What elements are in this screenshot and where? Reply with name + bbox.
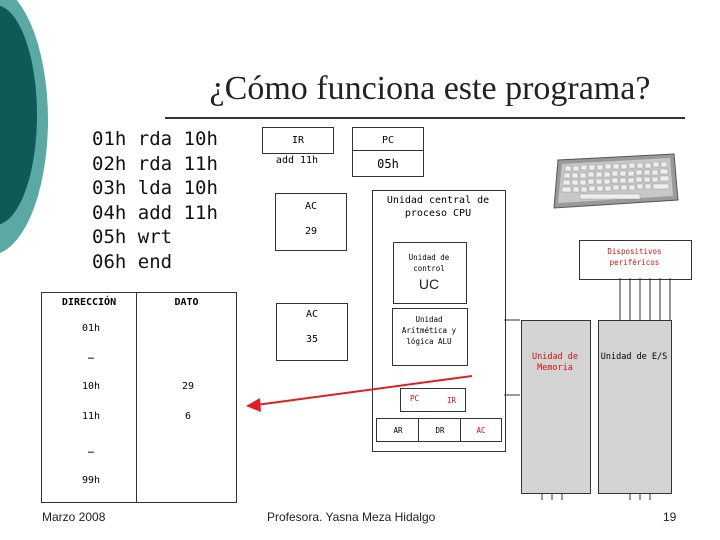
cpu-ir-label: IR	[447, 396, 457, 405]
memory-table: DIRECCIÓN DATO 01h … 10h 29 11h 6 … 99h	[41, 292, 237, 503]
ac-register-value: 29	[304, 226, 318, 237]
table-row-address: 10h	[82, 381, 101, 392]
peripherals-label: Dispositivos periféricos	[607, 247, 662, 267]
control-unit-label: Unidad de control	[408, 253, 450, 273]
alu-box	[392, 308, 468, 366]
slide-decoration	[0, 0, 60, 260]
page-number: 19	[663, 510, 677, 524]
table-divider	[136, 293, 137, 502]
peripherals-box	[579, 240, 692, 280]
table-row-address: …	[88, 445, 95, 456]
table-row-data: 29	[182, 381, 195, 392]
alu-label: Unidad Aritmética y lógica ALU	[401, 315, 457, 346]
io-unit-box	[598, 320, 672, 494]
slide-title: ¿Cómo funciona este programa?	[209, 70, 651, 107]
ac-register-label: AC	[304, 201, 318, 212]
ac2-register-label: AC	[305, 309, 319, 320]
ac2-register: AC 35	[276, 303, 348, 361]
pc-ir-box	[400, 388, 466, 412]
ac2-register-value: 35	[305, 334, 319, 345]
table-row-address: 99h	[82, 475, 101, 486]
memory-unit-box	[521, 320, 591, 494]
table-row-data: 6	[185, 411, 192, 422]
cpu-pc-label: PC	[410, 394, 420, 403]
ar-register: AR	[376, 418, 420, 442]
data-flow-arrow	[246, 375, 473, 412]
io-unit-label: Unidad de E/S	[600, 352, 668, 362]
ir-register-label: IR	[262, 127, 334, 154]
table-row-address: …	[88, 351, 95, 362]
control-unit-box	[393, 242, 467, 304]
uc-label: UC	[418, 276, 440, 292]
ac-small-register: AC	[460, 418, 502, 442]
cpu-title: Unidad central de proceso CPU	[386, 195, 490, 219]
program-line: 03h lda 10h	[92, 177, 218, 199]
footer-date: Marzo 2008	[42, 510, 106, 524]
program-line: 05h wrt	[92, 226, 173, 248]
title-underline	[165, 117, 685, 119]
ir-register-value: add 11h	[275, 155, 319, 166]
program-line: 01h rda 10h	[92, 128, 218, 150]
program-line: 02h rda 11h	[92, 152, 218, 175]
program-line: 04h add 11h	[92, 201, 218, 224]
table-row-address: 11h	[82, 411, 101, 422]
program-line: 06h end	[92, 250, 173, 273]
header-data: DATO	[174, 297, 199, 308]
program-listing: 01h rda 10h 02h rda 11h 03h lda 10h 04h …	[92, 127, 218, 274]
pc-register-value: 05h	[352, 150, 424, 177]
memory-unit-label: Unidad de Memoria	[531, 352, 579, 373]
ac-register: AC 29	[275, 193, 347, 251]
dr-register: DR	[418, 418, 462, 442]
table-row-address: 01h	[82, 323, 101, 334]
footer-author: Profesora. Yasna Meza Hidalgo	[267, 510, 436, 524]
keyboard-icon	[553, 153, 679, 209]
header-address: DIRECCIÓN	[61, 297, 117, 308]
